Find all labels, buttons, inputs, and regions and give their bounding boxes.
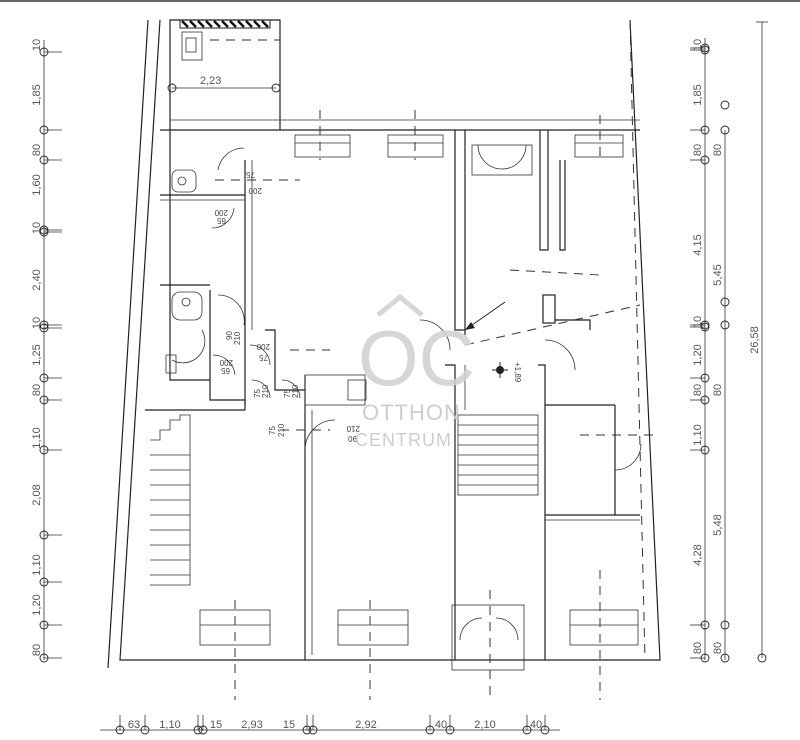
right-inner-dimension-label: 1,10 [692, 424, 704, 445]
right-inner-dimension-label: 10 [692, 39, 704, 51]
left-dimension-label: 1,20 [31, 594, 43, 615]
door-label: 75 [259, 353, 268, 362]
right-outer-dimension-tick [720, 125, 730, 135]
bottom-dimension-label: 15 [283, 719, 295, 731]
right-inner-dimension-label: 80 [692, 384, 704, 396]
left-dimension-label: 1,10 [31, 554, 43, 575]
left-dimension-label: 80 [31, 144, 43, 156]
right-inner-dimension-label: 1,20 [692, 344, 704, 365]
door-label: 210 [233, 331, 242, 345]
right-outer-dimension-tick [720, 620, 730, 630]
watermark-line1: OTTHON [362, 400, 461, 425]
top-room-dimension: 2,23 [167, 39, 281, 93]
door-label: 200 [256, 342, 270, 351]
left-dimension-label: 10 [31, 317, 43, 329]
door-label: 200 [248, 186, 262, 195]
right-outer-dimension-tick [720, 100, 730, 110]
otthon-centrum-watermark: OC OTTHON CENTRUM [355, 293, 475, 450]
left-dimension-label: 1,25 [31, 344, 43, 365]
door-label: 200 [214, 208, 228, 217]
door-label: 75 [253, 389, 262, 398]
left-dimension-label: 10 [31, 39, 43, 51]
left-dimension-label: 10 [31, 222, 43, 234]
door-label: 210 [261, 384, 270, 398]
bottom-dimension-label: 63 [128, 719, 140, 731]
left-dimension-label: 80 [31, 384, 43, 396]
right-outer-dimension-label: 80 [712, 144, 724, 156]
right-outer-dimension-tick [720, 297, 730, 307]
bottom-dimension-label: 1,10 [159, 719, 180, 731]
door-label: 210 [346, 424, 360, 433]
right-inner-dimension-label: 80 [692, 144, 704, 156]
left-dimension-label: 2,40 [31, 269, 43, 290]
right-inner-dimension-label: 1,85 [692, 84, 704, 105]
interior-walls [145, 130, 642, 671]
dimension-chains: 10 1,85 80 1,60 10 2,40 10 1,25 80 1,10 2,08 1,10 1,… [31, 21, 768, 735]
right-inner-dimension-label: 80 [692, 642, 704, 654]
total-height-tick [757, 653, 767, 663]
door-label: 200 [219, 358, 233, 367]
door-label: 75 [246, 170, 255, 179]
bottom-dimension-label: 40 [435, 719, 447, 731]
right-inner-dimension-label: 4,28 [692, 544, 704, 565]
left-dimension-label: 2,08 [31, 484, 43, 505]
watermark-line2: CENTRUM [355, 430, 452, 450]
right-inner-dimension-label: 4,15 [692, 234, 704, 255]
bottom-dimension-label: 2,10 [474, 719, 495, 731]
door-label: 75 [268, 426, 277, 435]
right-outer-dimension-tick [720, 653, 730, 663]
level-mark-label: +1,89 [513, 362, 522, 383]
left-dimension-label: 1,60 [31, 174, 43, 195]
left-dimension-label: 1,10 [31, 427, 43, 448]
bottom-dimension-label: 15 [210, 719, 222, 731]
top-room-width-label: 2,23 [200, 75, 221, 87]
right-outer-dimension-label: 5,45 [712, 264, 724, 285]
door-labels: 75 200 65 200 90 210 75 200 65 200 75 21… [214, 170, 360, 443]
left-dimension-label: 80 [31, 644, 43, 656]
right-outer-dimension-label: 80 [712, 642, 724, 654]
door-label: 90 [348, 434, 357, 443]
bottom-dimension-label: 40 [530, 719, 542, 731]
level-mark: +1,89 [492, 362, 522, 383]
bottom-dimension-label: 2,92 [355, 719, 376, 731]
door-label: 90 [225, 331, 234, 340]
right-outer-dimension-label: 5,48 [712, 514, 724, 535]
door-label: 65 [217, 216, 226, 225]
right-outer-dimension-label: 80 [712, 384, 724, 396]
total-height-label: 26,58 [749, 326, 761, 354]
building-outline [107, 19, 661, 669]
door-label: 65 [221, 366, 230, 375]
door-label: 75 [283, 389, 292, 398]
left-dimension-label: 1,85 [31, 84, 43, 105]
axis-lines [215, 19, 660, 700]
door-label: 210 [277, 423, 286, 437]
right-outer-dimension-tick [720, 320, 730, 330]
right-inner-dimension-label: 10 [692, 316, 704, 328]
bottom-dimension-label: 2,93 [241, 719, 262, 731]
door-label: 210 [291, 384, 300, 398]
watermark-logo: OC [358, 314, 475, 402]
